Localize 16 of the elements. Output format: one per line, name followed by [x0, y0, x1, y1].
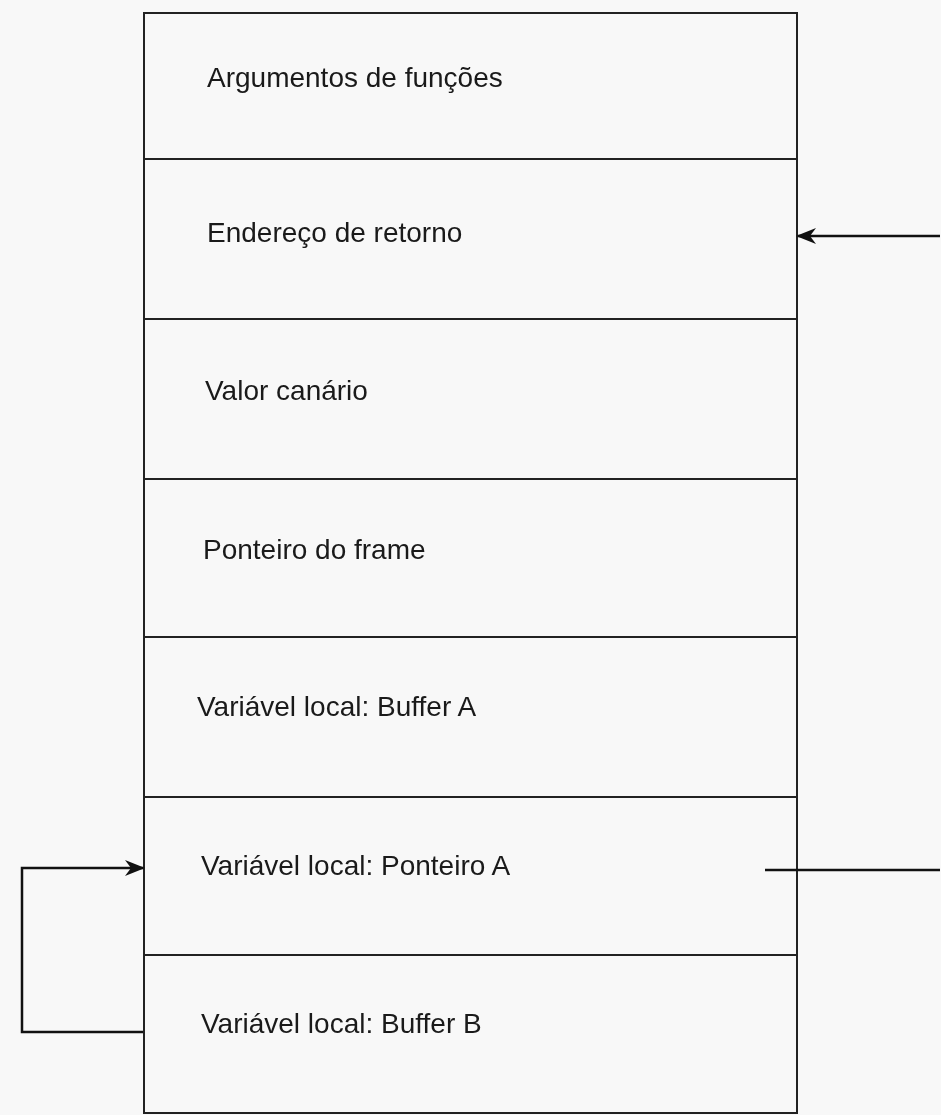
slot-label: Ponteiro do frame	[203, 534, 426, 566]
arrow	[796, 228, 940, 244]
stack-frame-slot	[143, 954, 798, 1114]
stack-frame-slot	[143, 478, 798, 638]
stack-frame-slot	[143, 12, 798, 160]
stack-frame-slot	[143, 318, 798, 480]
slot-label: Endereço de retorno	[207, 217, 463, 249]
stack-frame-slot	[143, 636, 798, 798]
slot-label: Variável local: Buffer A	[197, 691, 477, 723]
stack-frame-slot	[143, 158, 798, 320]
arrow	[20, 860, 145, 1034]
slot-label: Variável local: Ponteiro A	[201, 850, 511, 882]
stack-frame-slot	[143, 796, 798, 956]
slot-label: Variável local: Buffer B	[201, 1008, 482, 1040]
slot-label: Valor canário	[205, 375, 368, 407]
slot-label: Argumentos de funções	[207, 62, 503, 94]
